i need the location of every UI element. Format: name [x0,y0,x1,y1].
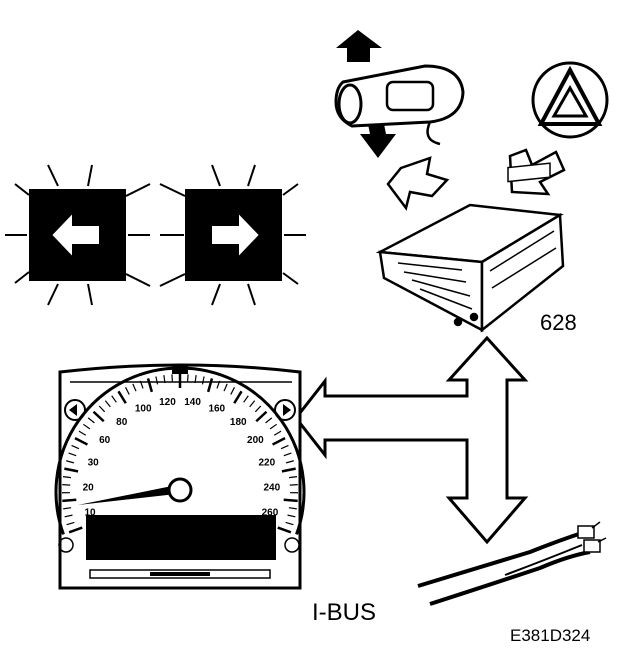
gauge-tick [255,410,268,423]
gauge-tick [63,507,72,510]
gauge-tick [186,374,189,383]
gauge-tick [230,387,236,395]
gauge-tick [62,476,72,479]
gauge-tick [271,437,286,446]
gauge-tick [277,526,292,534]
ibus-label: I-BUS [312,599,376,626]
gauge-tick [66,521,75,526]
hazard-switch [531,61,609,139]
gauge-tick [155,376,159,385]
gauge-tick [98,405,106,413]
gauge-tick [64,514,73,518]
gauge-tick [194,375,197,384]
gauge-tick [280,444,289,450]
gauge-tick [243,395,249,403]
gauge-tick-label: 260 [262,507,279,518]
gauge-tick-label: 120 [159,397,176,408]
module-number-label: 628 [540,310,577,335]
gauge-tick [285,521,294,526]
gauge-tick [163,375,166,384]
gauge-tick [269,423,278,430]
gauge-tick [87,417,95,424]
gauge-arc [54,366,306,535]
gauge-tick [288,476,298,479]
figure-code-label: E381D324 [510,626,590,645]
ibus-wire-harness [417,521,607,606]
gauge-tick [249,400,256,408]
gauge-tick [146,378,154,393]
gauge-tick [201,376,205,385]
gauge-tick-label: 180 [230,417,247,428]
gauge-tick [171,374,174,383]
gauge-tick-label: 60 [99,435,111,446]
control-module-628 [375,162,565,333]
gauge-tick [206,378,214,393]
gauge-tick [62,498,77,503]
turn-signal-stalk-icon [334,64,465,146]
stalk-down-arrow-icon [360,124,396,158]
speedometer-needle [78,477,193,505]
gauge-tick-label: 240 [263,482,280,493]
gauge-tick [283,452,292,457]
gauge-tick-label: 100 [135,404,152,415]
bus-connection-arrow [294,335,529,545]
gauge-tick-label: 30 [88,458,100,469]
gauge-tick [283,498,298,503]
gauge-tick [92,410,105,423]
gauge-tick [254,405,262,413]
gauge-tick [216,380,221,389]
gauge-tick [117,390,127,404]
stalk-up-arrow-icon [336,30,382,62]
gauge-tick-label: 80 [116,417,128,428]
gauge-tick-label: 200 [247,435,264,446]
gauge-tick [233,390,243,404]
gauge-tick [74,437,89,446]
gauge-tick [82,423,91,430]
gauge-tick [104,400,111,408]
gauge-tick [124,387,130,395]
gauge-tick [281,467,296,473]
gauge-tick [132,383,137,392]
gauge-tick [66,460,75,464]
gauge-tick [78,430,87,436]
gauge-tick [139,380,144,389]
gauge-tick [265,417,273,424]
gauge-tick [223,383,228,392]
gauge-tick-label: 20 [83,482,95,493]
gauge-tick-label: 140 [184,397,201,408]
gauge-tick [64,467,79,473]
gauge-tick-label: 160 [208,404,225,415]
arrow-left-icon [49,209,101,261]
gauge-tick [111,395,117,403]
gauge-tick [287,514,296,518]
gauge-tick-label: 220 [258,458,275,469]
left-indicator-lamp [5,164,151,306]
gauge-tick [273,430,282,436]
gauge-tick [285,460,294,464]
arrow-right-icon [210,209,262,261]
gauge-tick [68,526,83,534]
gauge-tick [288,507,297,510]
gauge-tick [71,444,80,450]
speedometer-display [86,515,276,560]
gauge-tick [68,452,77,457]
gauge-tick-label: 10 [84,507,96,518]
stalk-to-module-arrow [386,156,450,211]
